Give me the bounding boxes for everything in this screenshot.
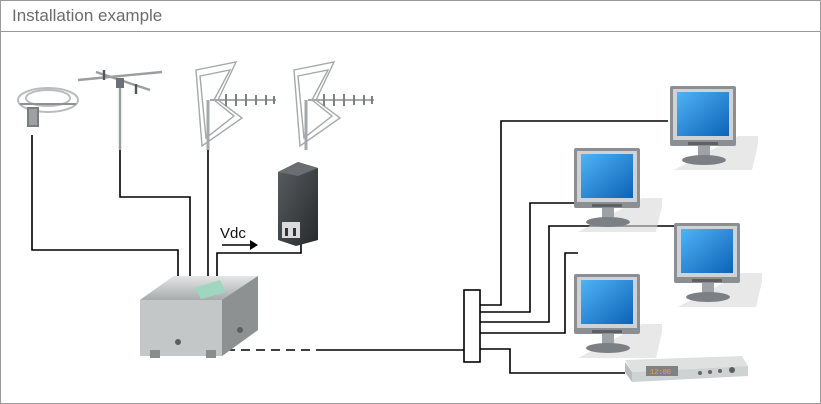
power-label: Vdc (220, 225, 246, 242)
cable-receiver (480, 348, 625, 374)
cable-am-antenna (31, 135, 179, 300)
vdc-arrow-icon (222, 240, 258, 250)
tv-monitor-icon-3 (674, 223, 762, 307)
yagi-antenna-icon-2 (293, 61, 374, 150)
splitter-icon (463, 289, 481, 363)
cable-tv-2 (480, 202, 578, 313)
am-loop-antenna-icon (17, 87, 79, 127)
cable-tv-4 (480, 252, 578, 334)
headend-amplifier-icon (140, 276, 258, 358)
satellite-receiver-icon: 12:00 (625, 356, 748, 382)
installation-diagram: Vdc 12:00 (17, 61, 762, 382)
panel-header: Installation example (1, 1, 820, 32)
cable-tv-1 (480, 120, 668, 306)
tv-monitor-icon-4 (574, 274, 662, 358)
yagi-antenna-icon-1 (195, 61, 276, 150)
power-supply-icon (278, 162, 318, 246)
dipole-antenna-icon (77, 70, 163, 150)
panel-title: Installation example (12, 6, 163, 25)
cable-dipole-antenna (119, 90, 191, 282)
tv-monitor-icon-1 (670, 86, 758, 170)
svg-text:12:00: 12:00 (650, 369, 671, 377)
tv-monitor-icon-2 (574, 148, 662, 232)
